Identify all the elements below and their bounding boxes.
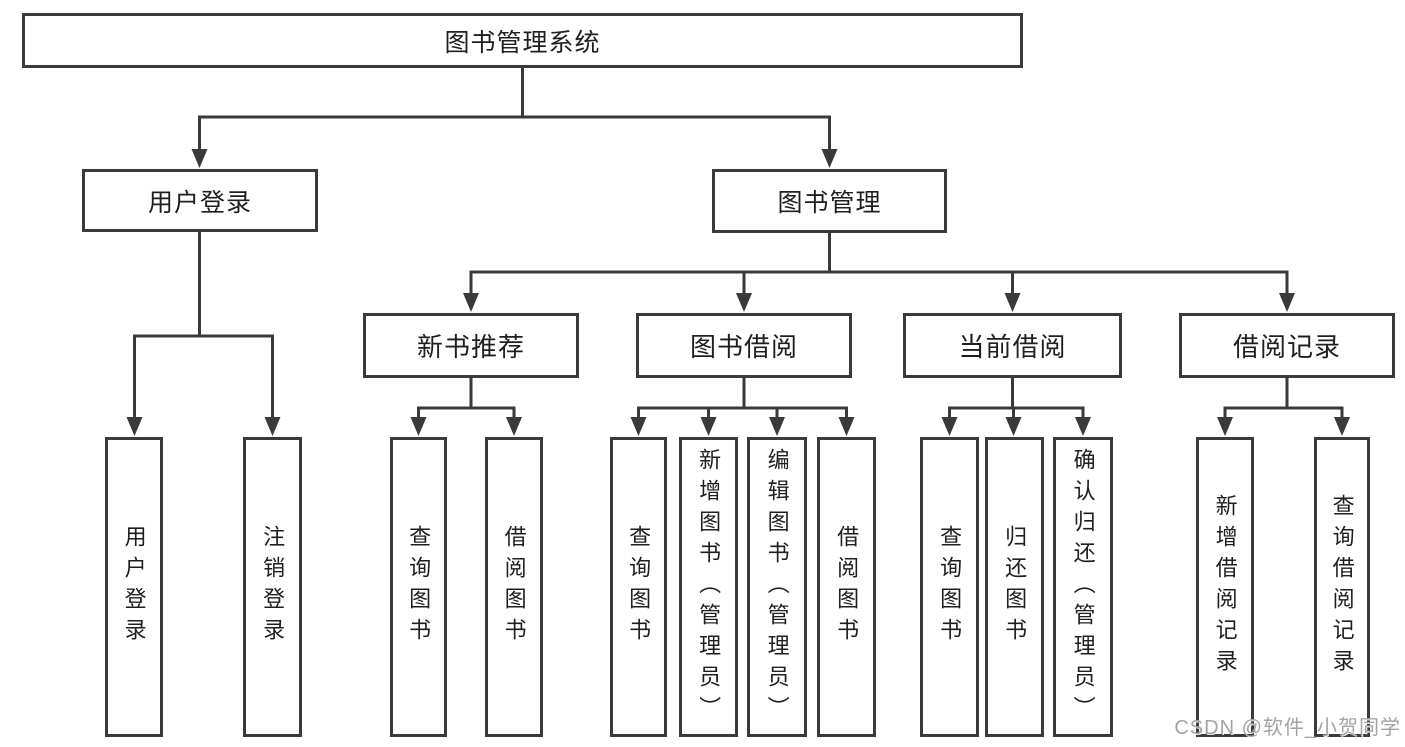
node-label: 查询图书	[626, 525, 652, 649]
node-label: 新增图书（管理员）	[696, 447, 722, 727]
node-label: 确认归还（管理员）	[1070, 447, 1096, 727]
node-label: 归还图书	[1002, 525, 1028, 649]
connector-book-management-branch	[469, 233, 1289, 298]
node-label: 查询图书	[406, 525, 432, 649]
connector-root-to-level1	[198, 68, 831, 153]
node-label: 借阅图书	[501, 525, 527, 649]
node-leaf-query-books-borrow: 查询图书	[610, 437, 667, 737]
node-leaf-logout-login: 注销登录	[243, 437, 302, 737]
node-user-login: 用户登录	[82, 169, 318, 232]
node-leaf-edit-books-admin: 编辑图书（管理员）	[747, 437, 807, 737]
node-label: 借阅记录	[1232, 332, 1341, 362]
node-label: 借阅图书	[834, 525, 860, 649]
node-label: 图书借阅	[689, 332, 798, 362]
node-label: 当前借阅	[958, 332, 1067, 362]
node-leaf-borrow-books: 借阅图书	[817, 437, 876, 737]
node-leaf-confirm-return-admin: 确认归还（管理员）	[1053, 437, 1113, 737]
arrowheads	[126, 149, 1350, 436]
connector-current-borrow-branch	[948, 378, 1085, 421]
node-label: 注销登录	[260, 525, 286, 649]
node-label: 用户登录	[147, 188, 252, 217]
csdn-watermark: CSDN @软件_小贺同学	[1174, 717, 1401, 739]
node-label: 新书推荐	[416, 332, 525, 362]
node-leaf-query-books-current: 查询图书	[920, 437, 979, 737]
node-borrowing-records: 借阅记录	[1179, 313, 1395, 378]
node-leaf-query-books-recommend: 查询图书	[390, 437, 447, 737]
node-new-book-recommendation: 新书推荐	[363, 313, 579, 378]
node-leaf-add-books-admin: 新增图书（管理员）	[679, 437, 738, 737]
node-label: 图书管理	[777, 189, 882, 217]
node-book-borrowing: 图书借阅	[636, 313, 852, 378]
node-book-management: 图书管理	[712, 169, 947, 233]
node-label: 新增借阅记录	[1212, 494, 1238, 680]
node-label: 图书管理系统	[444, 28, 601, 57]
connector-new-book-branch	[417, 378, 516, 421]
node-label: 编辑图书（管理员）	[764, 447, 790, 727]
node-label: 查询借阅记录	[1329, 494, 1355, 680]
node-label: 查询图书	[937, 525, 963, 649]
node-leaf-return-books: 归还图书	[985, 437, 1044, 737]
node-leaf-borrow-books-recommend: 借阅图书	[485, 437, 543, 737]
node-leaf-user-login: 用户登录	[105, 437, 163, 737]
node-label: 用户登录	[121, 525, 147, 649]
node-library-management-system: 图书管理系统	[22, 13, 1023, 68]
node-current-borrowing: 当前借阅	[903, 313, 1122, 378]
node-leaf-add-borrow-record: 新增借阅记录	[1196, 437, 1254, 737]
connector-user-login-branch	[133, 232, 274, 421]
connector-borrow-record-branch	[1223, 378, 1344, 421]
connector-book-borrow-branch	[637, 378, 848, 421]
node-leaf-query-borrow-record: 查询借阅记录	[1314, 437, 1370, 737]
